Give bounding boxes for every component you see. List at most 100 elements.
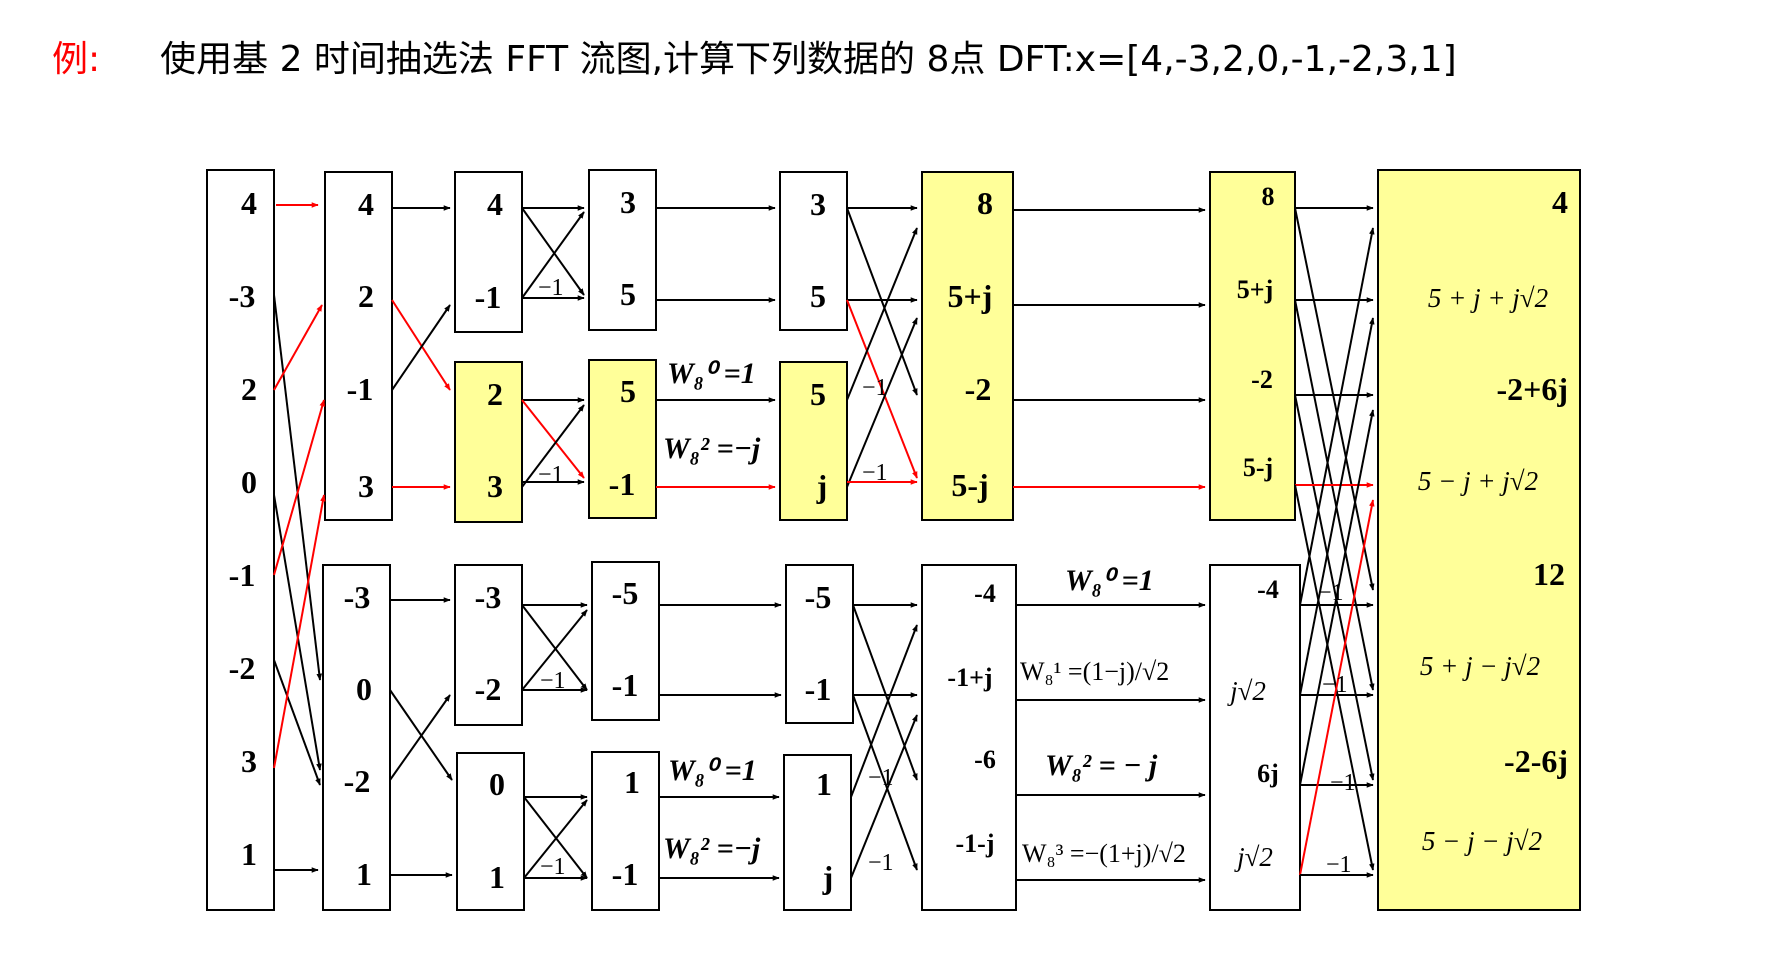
- twiddle-top-w0: W₈⁰ =1: [667, 357, 756, 390]
- minus-one-labels: −1 −1 −1 −1 −1 −1 −1 −1 −1 −1 −1 −1: [538, 275, 1356, 880]
- stage2t-value: 8: [1262, 182, 1275, 211]
- twiddle-s3-w3: W₈³ =−(1+j)/√2: [1022, 839, 1186, 868]
- stage1-box-2: [588, 359, 657, 519]
- reordered-value: -3: [344, 579, 371, 615]
- stage1-value: -5: [612, 575, 639, 611]
- stage2-value: -1-j: [956, 829, 995, 858]
- x2-value: 2: [241, 371, 257, 407]
- stage2t-value: -4: [1257, 575, 1279, 604]
- grouped-value: -3: [475, 579, 502, 615]
- stage2t-box-bottom: [1209, 564, 1301, 911]
- stage2-value: -6: [974, 745, 996, 774]
- reordered-value: 3: [358, 468, 374, 504]
- title-text: 使用基 2 时间抽选法 FFT 流图,计算下列数据的 8点 DFT:x=[4,-…: [160, 39, 1457, 80]
- x1-value: -3: [229, 278, 256, 314]
- reordered-value: 4: [358, 186, 374, 222]
- grouped-value: 4: [487, 186, 503, 222]
- input-box: [206, 169, 275, 911]
- stage2t-value: -2: [1251, 365, 1273, 394]
- x3-value: 0: [241, 464, 257, 500]
- minus-one-label: −1: [868, 850, 894, 876]
- stage1t-value: -1: [805, 671, 832, 707]
- X4-value: 12: [1533, 556, 1565, 592]
- x6-value: 3: [241, 743, 257, 779]
- stage2-value: 5-j: [951, 467, 988, 503]
- X7-value: 5 − j − j√2: [1422, 826, 1542, 856]
- stage1t-box-4: [783, 754, 852, 911]
- stage2-box-bottom: [921, 564, 1017, 911]
- stage2-value: 5+j: [948, 278, 993, 314]
- stage1-twiddled-values: 3 5 5 j -5 -1 1 j: [805, 186, 834, 895]
- grouped-value: 1: [489, 859, 505, 895]
- stage1t-box-3: [785, 564, 854, 724]
- grouped-value: -2: [475, 671, 502, 707]
- stage1t-value: j: [816, 468, 828, 504]
- reordered-value: -2: [344, 763, 371, 799]
- twiddle-s3-w2: W₈² = − j: [1045, 749, 1158, 782]
- reorder-box-top: [324, 171, 393, 521]
- stage2t-value: j√2: [1227, 676, 1266, 706]
- title-prefix: 例:: [52, 39, 101, 80]
- output-values: 4 5 + j + j√2 -2+6j 5 − j + j√2 12 5 + j…: [1418, 184, 1568, 856]
- stage-boxes: [206, 169, 1581, 911]
- x5-value: -2: [229, 650, 256, 686]
- stage2-twiddled-values: 8 5+j -2 5-j -4 j√2 6j j√2: [1227, 182, 1279, 872]
- group-box-4: [456, 752, 525, 911]
- stage1-values: 3 5 5 -1 -5 -1 1 -1: [609, 184, 640, 892]
- stage1t-box-1: [779, 171, 848, 331]
- input-values: 4 -3 2 0 -1 -2 3 1: [229, 185, 257, 872]
- x7-value: 1: [241, 836, 257, 872]
- minus-one-label: −1: [538, 462, 564, 488]
- minus-one-label: −1: [1318, 580, 1344, 606]
- reordered-value: 0: [356, 671, 372, 707]
- stage1-value: -1: [612, 667, 639, 703]
- reordered-value: 1: [356, 856, 372, 892]
- grouped-values: 4 -1 2 3 -3 -2 0 1: [475, 186, 505, 895]
- stage2t-box-top: [1209, 171, 1296, 521]
- minus-one-label: −1: [540, 854, 566, 880]
- twiddle-bottom-w0: W₈⁰ =1: [668, 754, 757, 787]
- x4-value: -1: [229, 557, 256, 593]
- stage2-value: -4: [974, 579, 996, 608]
- stage2-value: -2: [965, 371, 992, 407]
- twiddle-s3-w0: W₈⁰ =1: [1065, 564, 1154, 597]
- stage2t-value: 5-j: [1243, 453, 1273, 482]
- stage2t-value: 5+j: [1237, 275, 1273, 304]
- stage1t-value: 1: [816, 766, 832, 802]
- minus-one-label: −1: [1322, 672, 1348, 698]
- stage2t-value: j√2: [1234, 842, 1273, 872]
- minus-one-label: −1: [868, 765, 894, 791]
- stage1-value: 1: [624, 764, 640, 800]
- minus-one-label: −1: [1330, 770, 1356, 796]
- minus-one-label: −1: [540, 668, 566, 694]
- minus-one-label: −1: [862, 460, 888, 486]
- stage1-box-1: [588, 169, 657, 331]
- reordered-value: 2: [358, 278, 374, 314]
- output-box: [1377, 169, 1581, 911]
- stage1-box-3: [591, 561, 660, 721]
- twiddle-labels: W₈⁰ =1 W₈² =−j W₈⁰ =1 W₈² =−j W₈⁰ =1 W₈¹…: [663, 357, 1186, 868]
- group-box-1: [454, 171, 523, 333]
- stage1t-value: 5: [810, 376, 826, 412]
- X0-value: 4: [1552, 184, 1568, 220]
- flow-lines: [273, 202, 1375, 883]
- stage1t-value: j: [822, 859, 834, 895]
- stage1-value: -1: [609, 466, 636, 502]
- stage1t-value: 3: [810, 186, 826, 222]
- group-box-3: [454, 564, 523, 726]
- stage1-box-4: [591, 751, 660, 911]
- stage2t-value: 6j: [1257, 759, 1279, 788]
- X6-value: -2-6j: [1504, 743, 1568, 779]
- grouped-value: 0: [489, 766, 505, 802]
- minus-one-label: −1: [538, 275, 564, 301]
- stage1-value: 3: [620, 184, 636, 220]
- stage2-value: -1+j: [947, 663, 992, 692]
- stage2-values: 8 5+j -2 5-j -4 -1+j -6 -1-j: [947, 185, 995, 858]
- stage1-value: -1: [612, 856, 639, 892]
- stage1-value: 5: [620, 276, 636, 312]
- grouped-value: -1: [475, 279, 502, 315]
- group-box-2: [454, 361, 523, 523]
- X3-value: 5 − j + j√2: [1418, 466, 1538, 496]
- minus-one-label: −1: [862, 375, 888, 401]
